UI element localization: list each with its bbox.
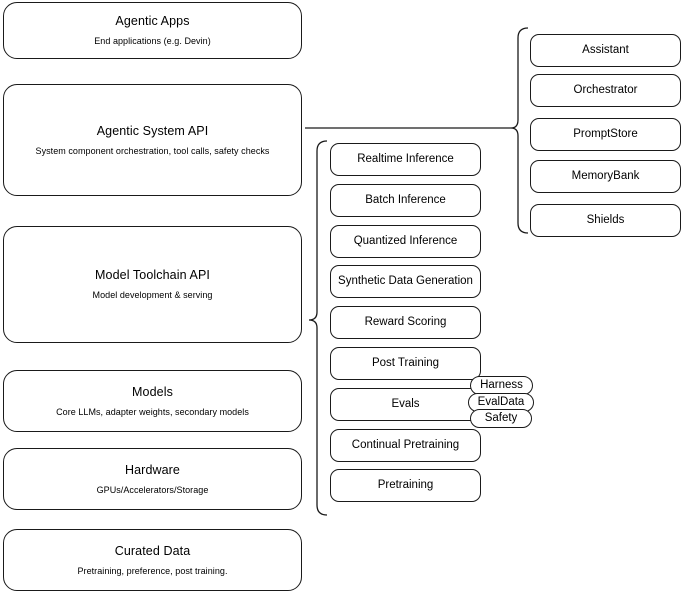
toolchain-item-post-training[interactable]: Post Training [330, 347, 481, 380]
toolchain-item-batch-inference[interactable]: Batch Inference [330, 184, 481, 217]
toolchain-item-synthetic-data-generation[interactable]: Synthetic Data Generation [330, 265, 481, 298]
layer-title: Model Toolchain API [95, 268, 210, 283]
layer-box-hardware[interactable]: Hardware GPUs/Accelerators/Storage [3, 448, 302, 510]
toolchain-item-evals[interactable]: Evals [330, 388, 481, 421]
layer-title: Agentic Apps [115, 14, 190, 29]
layer-box-curated-data[interactable]: Curated Data Pretraining, preference, po… [3, 529, 302, 591]
system-item-label: PromptStore [573, 127, 638, 140]
layer-subtitle: GPUs/Accelerators/Storage [96, 484, 209, 495]
layer-title: Curated Data [114, 543, 191, 558]
eval-pill-safety[interactable]: Safety [470, 409, 532, 428]
toolchain-item-label: Batch Inference [365, 193, 446, 206]
toolchain-item-label: Evals [391, 397, 420, 410]
layer-box-models[interactable]: Models Core LLMs, adapter weights, secon… [3, 370, 302, 432]
brace-system-components [510, 27, 529, 234]
eval-pill-label: Harness [480, 378, 523, 391]
system-item-label: MemoryBank [571, 169, 640, 182]
toolchain-item-reward-scoring[interactable]: Reward Scoring [330, 306, 481, 339]
layer-subtitle: End applications (e.g. Devin) [94, 36, 211, 47]
layer-subtitle: Pretraining, preference, post training. [77, 565, 228, 576]
system-item-label: Assistant [582, 43, 629, 56]
layer-subtitle: System component orchestration, tool cal… [35, 145, 270, 156]
layer-title: Agentic System API [96, 123, 209, 138]
layer-box-agentic-apps[interactable]: Agentic Apps End applications (e.g. Devi… [3, 2, 302, 59]
eval-pill-label: EvalData [477, 395, 525, 408]
layer-subtitle: Model development & serving [92, 290, 213, 301]
toolchain-item-continual-pretraining[interactable]: Continual Pretraining [330, 429, 481, 462]
layer-title: Hardware [125, 462, 180, 477]
eval-pill-label: Safety [484, 411, 518, 424]
system-item-label: Orchestrator [573, 83, 638, 96]
toolchain-item-realtime-inference[interactable]: Realtime Inference [330, 143, 481, 176]
system-item-assistant[interactable]: Assistant [530, 34, 681, 67]
system-item-label: Shields [586, 213, 625, 226]
toolchain-item-label: Quantized Inference [353, 234, 458, 247]
toolchain-item-pretraining[interactable]: Pretraining [330, 469, 481, 502]
layer-box-model-toolchain-api[interactable]: Model Toolchain API Model development & … [3, 226, 302, 343]
system-item-shields[interactable]: Shields [530, 204, 681, 237]
system-item-orchestrator[interactable]: Orchestrator [530, 74, 681, 107]
layer-subtitle: Core LLMs, adapter weights, secondary mo… [56, 406, 249, 417]
toolchain-item-label: Continual Pretraining [351, 438, 460, 451]
layer-box-agentic-system-api[interactable]: Agentic System API System component orch… [3, 84, 302, 196]
toolchain-item-label: Realtime Inference [357, 152, 454, 165]
toolchain-item-label: Post Training [371, 356, 440, 369]
toolchain-item-quantized-inference[interactable]: Quantized Inference [330, 225, 481, 258]
layer-title: Models [132, 384, 173, 399]
system-item-promptstore[interactable]: PromptStore [530, 118, 681, 151]
system-item-memorybank[interactable]: MemoryBank [530, 160, 681, 193]
toolchain-item-label: Reward Scoring [364, 315, 447, 328]
toolchain-item-label: Pretraining [377, 478, 434, 491]
brace-toolchain-components [308, 140, 328, 516]
toolchain-item-label: Synthetic Data Generation [338, 274, 473, 287]
